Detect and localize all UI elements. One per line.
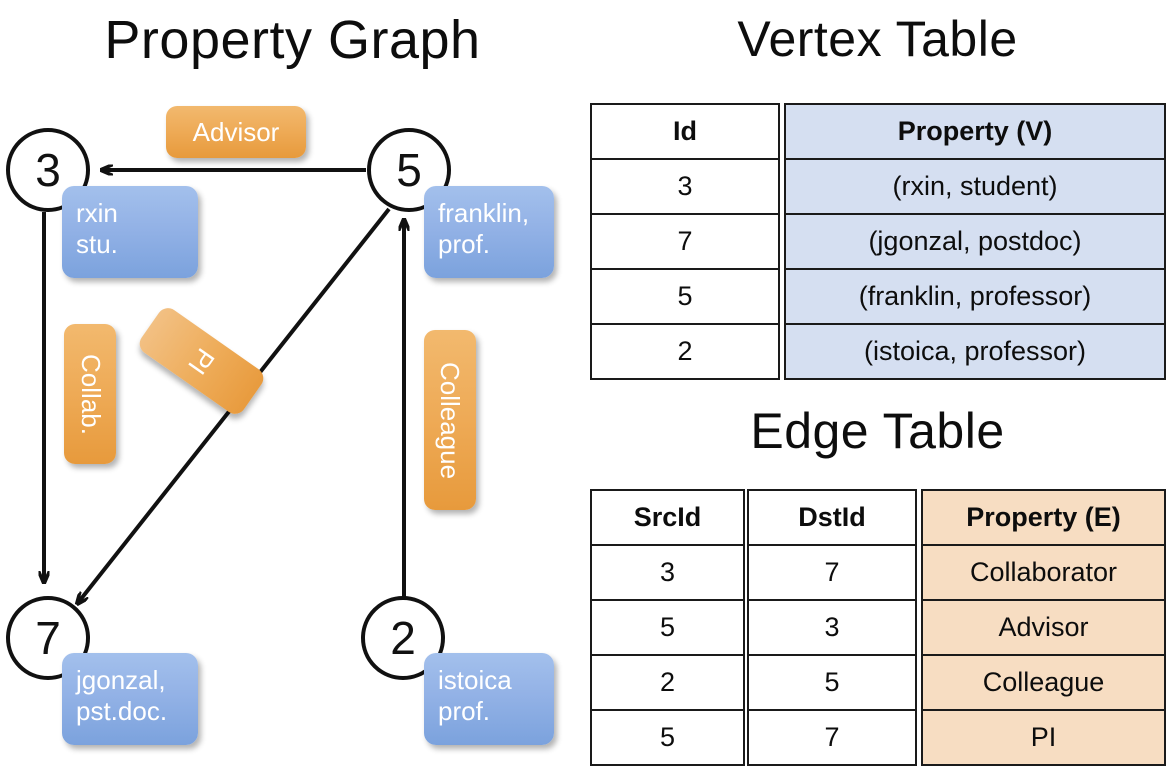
node-2-property-line2: prof. — [438, 696, 491, 726]
vertex-table-property-column: Property (V) (rxin, student) (jgonzal, p… — [784, 103, 1166, 380]
table-header-row: Property (E) — [921, 489, 1166, 546]
table-header-row: DstId — [747, 489, 917, 546]
vertex-cell-property: (istoica, professor) — [784, 323, 1166, 380]
table-row: 3 — [590, 158, 780, 215]
table-row: 3 — [747, 599, 917, 656]
table-row: 7 — [747, 709, 917, 766]
node-5-property-callout: franklin, prof. — [424, 186, 554, 278]
edge-label-collab: Collab. — [64, 324, 116, 464]
table-row: 7 — [590, 213, 780, 270]
edge-cell-dstid: 5 — [747, 654, 917, 711]
edge-label-advisor: Advisor — [166, 106, 306, 158]
graph-node-2[interactable]: 2 — [361, 596, 445, 680]
table-row: 5 — [747, 654, 917, 711]
vertex-cell-id: 3 — [590, 158, 780, 215]
edge-cell-property: Colleague — [921, 654, 1166, 711]
vertex-table-id-column: Id 3 7 5 2 — [590, 103, 780, 380]
table-row: Advisor — [921, 599, 1166, 656]
graph-node-5[interactable]: 5 — [367, 128, 451, 212]
node-5-property-line2: prof. — [438, 229, 491, 259]
page-title-edge-table: Edge Table — [750, 403, 1005, 459]
edge-cell-srcid: 5 — [590, 599, 745, 656]
vertex-cell-property: (rxin, student) — [784, 158, 1166, 215]
table-row: (rxin, student) — [784, 158, 1166, 215]
edge-cell-srcid: 2 — [590, 654, 745, 711]
edge-cell-srcid: 3 — [590, 544, 745, 601]
edge-header-srcid: SrcId — [590, 489, 745, 546]
vertex-header-property: Property (V) — [784, 103, 1166, 160]
graph-node-5-label: 5 — [396, 144, 422, 196]
table-row: PI — [921, 709, 1166, 766]
edge-cell-property: Collaborator — [921, 544, 1166, 601]
vertex-cell-property: (franklin, professor) — [784, 268, 1166, 325]
vertex-cell-id: 7 — [590, 213, 780, 270]
table-row: 3 — [590, 544, 745, 601]
edge-cell-srcid: 5 — [590, 709, 745, 766]
node-5-property-line1: franklin, — [438, 198, 530, 228]
edge-header-dstid: DstId — [747, 489, 917, 546]
node-3-property-callout: rxin stu. — [62, 186, 198, 278]
edge-header-property: Property (E) — [921, 489, 1166, 546]
edge-cell-dstid: 3 — [747, 599, 917, 656]
property-graph-panel: Property Graph 3 5 7 2 rxin stu. frankli… — [0, 0, 585, 760]
node-7-property-line1: jgonzal, — [76, 665, 166, 695]
vertex-cell-id: 5 — [590, 268, 780, 325]
table-row: Collaborator — [921, 544, 1166, 601]
graph-node-3-label: 3 — [35, 144, 61, 196]
node-2-property-line1: istoica — [438, 665, 512, 695]
graph-node-2-label: 2 — [390, 612, 416, 664]
node-7-property-line2: pst.doc. — [76, 696, 168, 726]
table-header-row: Id — [590, 103, 780, 160]
edge-label-advisor-text: Advisor — [192, 116, 280, 147]
edge-label-colleague: Colleague — [424, 330, 476, 510]
vertex-cell-id: 2 — [590, 323, 780, 380]
table-row: 5 — [590, 599, 745, 656]
table-row: Colleague — [921, 654, 1166, 711]
edge-cell-dstid: 7 — [747, 544, 917, 601]
table-row: (jgonzal, postdoc) — [784, 213, 1166, 270]
edge-table-property-column: Property (E) Collaborator Advisor Collea… — [921, 489, 1166, 766]
edge-label-pi-text: PI — [182, 342, 222, 380]
node-2-property-callout: istoica prof. — [424, 653, 554, 745]
page-title-vertex-table: Vertex Table — [737, 11, 1018, 67]
table-row: 7 — [747, 544, 917, 601]
graph-node-7-label: 7 — [35, 612, 61, 664]
edge-cell-property: PI — [921, 709, 1166, 766]
table-row: 5 — [590, 268, 780, 325]
node-3-property-line1: rxin — [76, 198, 118, 228]
edge-label-collab-text: Collab. — [75, 353, 106, 435]
edge-table-dstid-column: DstId 7 3 5 7 — [747, 489, 917, 766]
table-row: (franklin, professor) — [784, 268, 1166, 325]
edge-cell-dstid: 7 — [747, 709, 917, 766]
edge-cell-property: Advisor — [921, 599, 1166, 656]
edge-label-colleague-text: Colleague — [435, 361, 466, 479]
vertex-cell-property: (jgonzal, postdoc) — [784, 213, 1166, 270]
page-title-property-graph: Property Graph — [104, 10, 481, 70]
table-row: (istoica, professor) — [784, 323, 1166, 380]
table-row: 2 — [590, 654, 745, 711]
node-3-property-line2: stu. — [76, 229, 118, 259]
table-header-row: SrcId — [590, 489, 745, 546]
table-header-row: Property (V) — [784, 103, 1166, 160]
edge-table-srcid-column: SrcId 3 5 2 5 — [590, 489, 745, 766]
vertex-header-id: Id — [590, 103, 780, 160]
node-7-property-callout: jgonzal, pst.doc. — [62, 653, 198, 745]
table-row: 2 — [590, 323, 780, 380]
table-row: 5 — [590, 709, 745, 766]
